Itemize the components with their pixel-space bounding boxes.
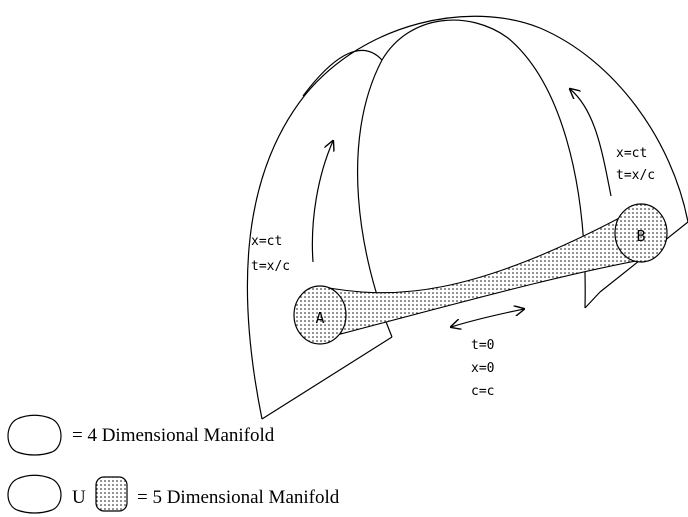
inner-fold-curve <box>302 49 383 97</box>
left-equation-t: t=x/c <box>251 259 290 274</box>
legend-union-symbol: U <box>72 487 86 508</box>
right-up-arrow <box>570 89 612 197</box>
legend-4d-symbol-bottom <box>16 451 53 456</box>
legend-4d-text: = 4 Dimensional Manifold <box>72 425 275 446</box>
left-equation-x: x=ct <box>251 234 282 249</box>
legend-5d-text: = 5 Dimensional Manifold <box>137 487 340 508</box>
legend-4d-symbol-top <box>16 414 53 420</box>
center-equation-x: x=0 <box>471 361 494 376</box>
mouth-b-circle <box>614 203 668 263</box>
right-equation-t: t=x/c <box>616 168 655 183</box>
outer-manifold-sheet <box>246 15 688 420</box>
left-sheet-bottom-edge <box>261 336 393 420</box>
center-equation-c: c=c <box>471 384 494 399</box>
right-equation-x: x=ct <box>616 146 647 161</box>
inner-manifold-sheet <box>357 19 586 338</box>
wormhole-tube <box>317 206 647 341</box>
legend-5d-base-symbol-right <box>51 478 62 511</box>
center-double-arrow <box>451 309 524 327</box>
legend-5d-base-symbol-bottom <box>16 509 53 514</box>
legend-5d-base-symbol-left <box>7 478 18 511</box>
legend-4d-symbol-right <box>51 418 62 453</box>
left-up-arrow <box>311 141 333 263</box>
legend-5d-base-symbol-top <box>16 474 53 480</box>
legend-4d-symbol-left <box>7 418 18 453</box>
legend-dotted-symbol <box>95 476 128 512</box>
center-equation-t: t=0 <box>471 338 494 353</box>
point-a-label: A <box>315 309 324 327</box>
point-b-label: B <box>636 227 645 245</box>
mouth-a-circle <box>293 285 347 345</box>
right-sheet-edge <box>584 291 601 309</box>
